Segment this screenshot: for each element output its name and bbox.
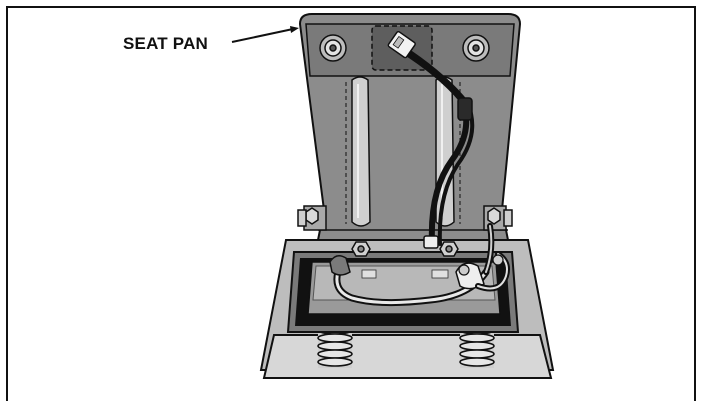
battery-compartment	[286, 251, 520, 333]
left-hinge	[297, 205, 327, 231]
seat-switch-harness	[387, 30, 475, 249]
right-stud	[462, 34, 490, 62]
left-stud	[319, 34, 347, 62]
seat-pan-label: SEAT PAN	[123, 34, 209, 53]
callout-leader	[231, 26, 299, 43]
tray-nuts	[351, 241, 459, 257]
battery-cables	[329, 223, 510, 307]
